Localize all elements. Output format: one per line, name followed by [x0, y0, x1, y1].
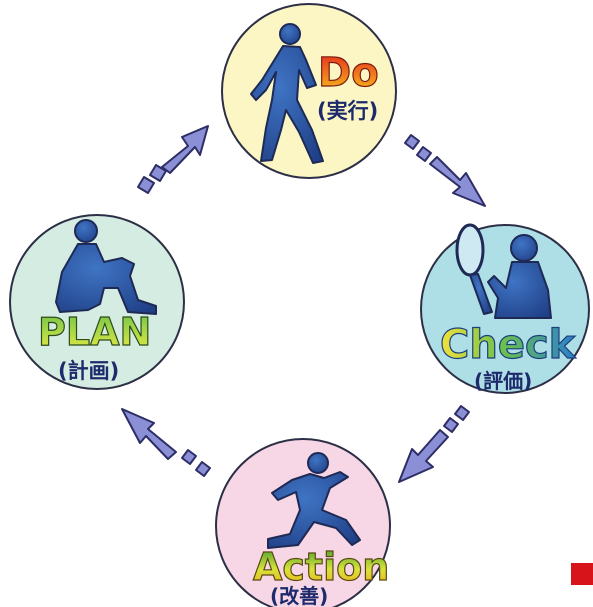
stage-plan: PLAN (計画) — [9, 214, 185, 390]
cycle-arrow-icon — [121, 408, 211, 477]
action-sublabel: (改善) — [270, 584, 328, 607]
action-label: Action — [253, 545, 389, 589]
cycle-arrow-icon — [404, 134, 486, 207]
accent-square — [571, 563, 593, 585]
plan-label: PLAN — [38, 310, 151, 354]
do-sublabel: (実行) — [317, 99, 378, 123]
walking-person-icon — [250, 23, 324, 164]
cycle-arrow-icon — [398, 405, 470, 483]
stage-action: Action (改善) — [215, 438, 391, 607]
sitting-person-icon — [55, 219, 157, 315]
check-label: Check — [440, 322, 577, 368]
stage-do: Do (実行) — [221, 3, 397, 179]
running-person-icon — [267, 452, 361, 549]
stage-check: Check (評価) — [420, 223, 590, 394]
do-label: Do — [318, 50, 379, 96]
check-sublabel: (評価) — [474, 369, 532, 393]
plan-sublabel: (計画) — [58, 359, 119, 383]
cycle-arrow-icon — [137, 125, 209, 194]
magnifier-person-icon — [455, 223, 552, 319]
